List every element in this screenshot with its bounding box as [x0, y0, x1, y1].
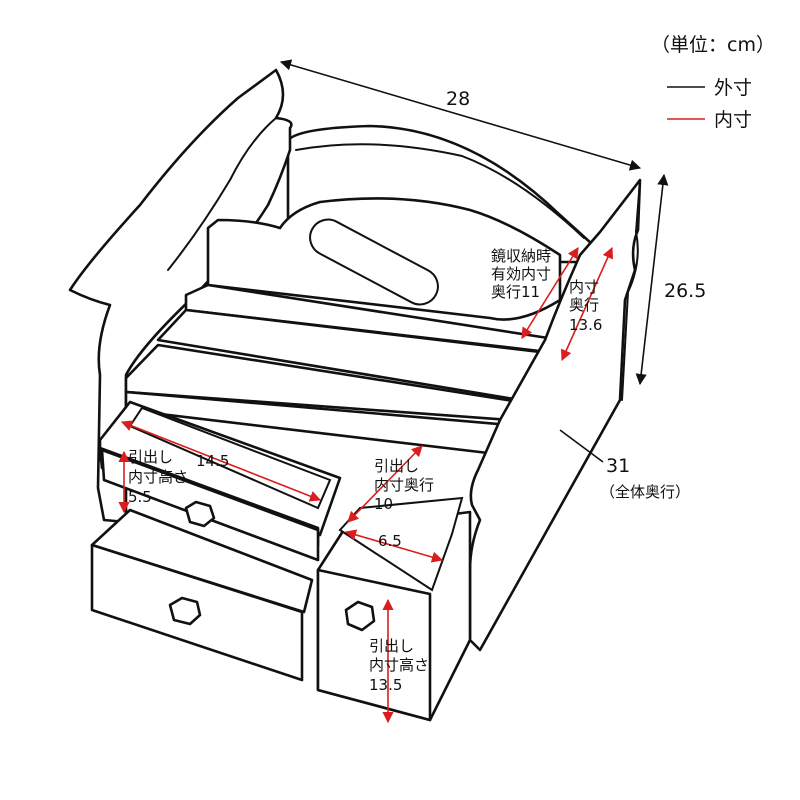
small-height-line-3: 13.5 — [369, 676, 402, 694]
drawer-depth-line-2: 内寸奥行 — [374, 476, 434, 494]
drawer-width-arrow — [120, 420, 322, 502]
drawer-depth-line-3: 10 — [374, 495, 393, 513]
legend: （単位：cm） 外寸 内寸 — [651, 34, 775, 131]
small-width-label: 6.5 — [378, 532, 402, 550]
small-width-arrow — [344, 529, 444, 563]
outer-dimensions: 28 26.5 31 （全体奥行） — [279, 59, 706, 501]
mirror-depth-line-2: 有効内寸 — [491, 265, 551, 283]
inner-legend-label: 内寸 — [714, 109, 752, 131]
small-height-line-2: 内寸高さ — [369, 656, 429, 674]
lower-drawer-knob — [168, 596, 202, 626]
outer-legend-label: 外寸 — [714, 77, 752, 99]
inner-depth-line-1: 内寸 — [569, 278, 599, 296]
mirror-depth-line-3: 奥行11 — [491, 283, 540, 301]
inner-dimensions: 鏡収納時 有効内寸 奥行11 内寸 奥行 13.6 14.5 引出し 内寸高さ … — [118, 246, 614, 724]
upper-drawer-knob — [184, 500, 216, 528]
height-label: 26.5 — [664, 280, 706, 302]
drawer-height-line-1: 引出し — [128, 448, 173, 466]
drawer-depth-line-1: 引出し — [374, 457, 419, 475]
mirror-depth-line-1: 鏡収納時 — [491, 247, 551, 265]
tall-drawer-knob — [344, 600, 376, 632]
unit-label: （単位：cm） — [651, 34, 775, 56]
mirror-stand-handle — [309, 218, 439, 306]
depth-leader-line — [559, 429, 604, 463]
width-dimension-line — [279, 59, 642, 171]
depth-label: 31 — [606, 455, 630, 477]
tall-drawer-face — [316, 568, 432, 722]
vanity-box-drawing — [68, 68, 642, 722]
drawer-height-line-2: 内寸高さ — [128, 468, 188, 486]
width-label: 28 — [446, 88, 470, 110]
drawer-height-line-3: 5.5 — [128, 488, 152, 506]
left-panel-curve — [167, 117, 277, 271]
inner-depth-arrow — [560, 246, 614, 362]
drawer-depth-arrow — [347, 445, 423, 523]
depth-note-label: （全体奥行） — [600, 483, 690, 501]
inner-depth-line-2: 奥行 — [569, 296, 599, 314]
drawer-width-label: 14.5 — [196, 452, 229, 470]
small-height-line-1: 引出し — [369, 637, 414, 655]
inner-depth-line-3: 13.6 — [569, 316, 602, 334]
height-dimension-line — [635, 173, 669, 386]
